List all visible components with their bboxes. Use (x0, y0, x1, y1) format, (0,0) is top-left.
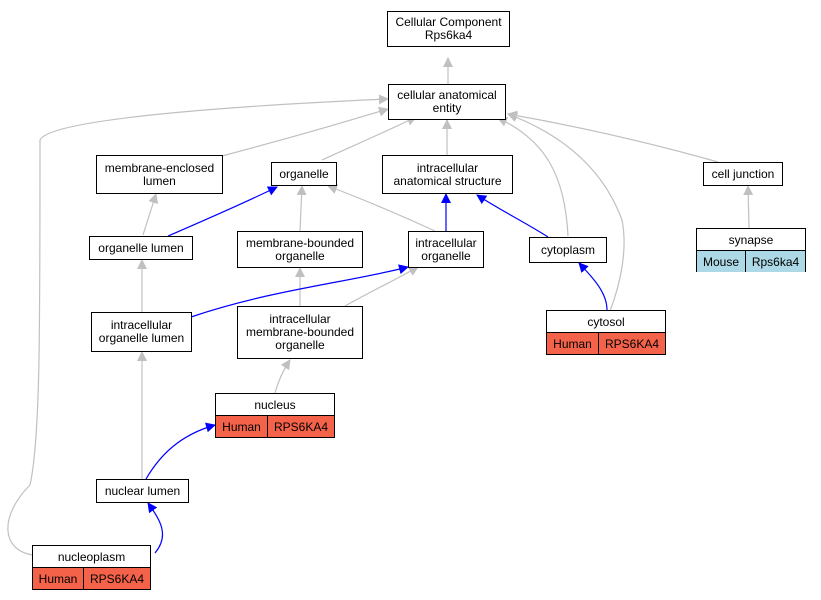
node-intracellular-organelle-lumen[interactable]: intracellular organelle lumen (91, 312, 192, 352)
edge-cj-to-cae (507, 110, 719, 163)
species-badge: Human (33, 568, 84, 589)
edge-synapse-to-cj (743, 185, 754, 229)
gene-badge: RPS6KA4 (268, 416, 334, 437)
species-badge: Human (547, 333, 599, 354)
gene-node-nucleus[interactable]: nucleus Human RPS6KA4 (215, 393, 335, 438)
edge-nl-partof-nucleus[interactable] (145, 422, 216, 480)
edge-cyto-to-cae (497, 117, 569, 237)
gene-row: Human RPS6KA4 (547, 333, 665, 354)
edge-org-to-cae (321, 116, 417, 161)
edge-imbo-to-io (344, 266, 419, 307)
edge-io-to-org (327, 184, 436, 232)
gene-badge: RPS6KA4 (84, 568, 150, 589)
gene-badge: Rps6ka4 (746, 251, 805, 272)
edge-mel-to-cae (221, 106, 389, 157)
gene-node-nucleoplasm[interactable]: nucleoplasm Human RPS6KA4 (32, 545, 151, 590)
node-cellular-anatomical-entity[interactable]: cellular anatomical entity (388, 84, 506, 120)
edge-iol-partof-io[interactable] (190, 264, 409, 318)
node-organelle-lumen[interactable]: organelle lumen (89, 236, 193, 260)
edge-cyto-partof-ias[interactable] (476, 194, 549, 238)
node-membrane-bounded-organelle[interactable]: membrane-bounded organelle (237, 231, 363, 268)
gene-row: Mouse Rps6ka4 (697, 251, 805, 272)
node-nuclear-lumen[interactable]: nuclear lumen (96, 479, 189, 503)
node-cellular-component[interactable]: Cellular Component Rps6ka4 (387, 11, 510, 47)
edge-nucleoplasm-partof-nl[interactable] (147, 502, 164, 554)
node-nucleus-label: nucleus (216, 394, 334, 416)
edge-nucleoplasm-to-cae (7, 94, 389, 556)
edge-nucleus-to-imbo (274, 359, 291, 394)
node-cell-junction[interactable]: cell junction (703, 162, 783, 186)
gene-node-cytosol[interactable]: cytosol Human RPS6KA4 (546, 310, 666, 355)
species-badge: Human (216, 416, 268, 437)
edge-cytosol-to-cae (507, 112, 625, 312)
edge-cytosol-partof-cyto[interactable] (578, 262, 608, 311)
node-intracellular-organelle[interactable]: intracellular organelle (408, 231, 484, 268)
node-cytoplasm[interactable]: cytoplasm (529, 237, 607, 263)
gene-node-synapse[interactable]: synapse Mouse Rps6ka4 (696, 228, 806, 272)
edge-ol-partof-org[interactable] (167, 186, 278, 237)
edge-mbo-to-org (296, 185, 307, 232)
node-intracellular-membrane-bounded-organelle[interactable]: intracellular membrane-bounded organelle (237, 306, 363, 359)
species-badge: Mouse (697, 251, 746, 272)
node-nucleoplasm-label: nucleoplasm (33, 546, 150, 568)
node-cytosol-label: cytosol (547, 311, 665, 333)
gene-row: Human RPS6KA4 (33, 568, 150, 589)
node-intracellular-anatomical-structure[interactable]: intracellular anatomical structure (382, 155, 513, 194)
edge-ol-to-mel (142, 193, 159, 236)
gene-row: Human RPS6KA4 (216, 416, 334, 437)
node-organelle[interactable]: organelle (271, 162, 337, 186)
node-synapse-label: synapse (697, 229, 805, 251)
node-membrane-enclosed-lumen[interactable]: membrane-enclosed lumen (96, 155, 223, 194)
gene-badge: RPS6KA4 (599, 333, 665, 354)
